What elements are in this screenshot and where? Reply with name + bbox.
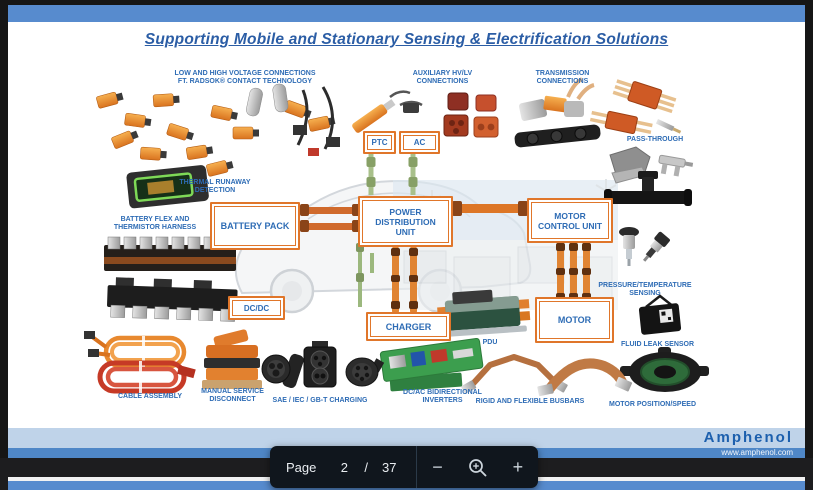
label-auxiliary: AUXILIARY HV/LV CONNECTIONS [412, 70, 473, 86]
pass-through-products-image [589, 79, 682, 135]
label-dcac-inverters: DC/AC BIDIRECTIONAL INVERTERS [403, 389, 482, 405]
label-pass-through: PASS-THROUGH [626, 136, 684, 143]
zoom-in-icon: + [512, 456, 524, 477]
transmission-products-image [514, 77, 601, 148]
page-number-input[interactable]: 2 [340, 459, 348, 475]
motor-position-products-image [620, 347, 709, 392]
box-ac: AC [399, 131, 440, 154]
slide-title: Supporting Mobile and Stationary Sensing… [144, 31, 669, 48]
slide-header-bar [8, 5, 805, 22]
label-sae-charging: SAE / IEC / GB-T CHARGING [272, 397, 368, 404]
label-manual-service: MANUAL SERVICE DISCONNECT [201, 388, 264, 404]
zoom-in-button[interactable]: + [498, 446, 538, 488]
box-dc-dc: DC/DC [228, 296, 285, 320]
low-high-voltage-products-image [95, 82, 340, 178]
inverter-products-image [379, 337, 484, 392]
motor-cables [556, 240, 591, 302]
zoom-out-icon: − [432, 456, 443, 477]
page-separator: / [364, 459, 368, 475]
footer-website: www.amphenol.com [721, 448, 793, 457]
charging-products-image [261, 341, 385, 389]
slide-illustration [84, 77, 709, 397]
fluid-leak-products-image [638, 294, 682, 335]
pdu-products-image [437, 289, 531, 338]
pdf-page: Supporting Mobile and Stationary Sensing… [8, 5, 805, 458]
box-battery-pack: BATTERY PACK [210, 202, 300, 250]
thermal-runaway-products-image [126, 165, 209, 209]
box-motor: MOTOR [535, 297, 614, 343]
zoom-out-button[interactable]: − [417, 446, 457, 488]
label-pressure-temperature: PRESSURE/TEMPERATURE SENSING [598, 282, 692, 298]
viewer-toolbar: Page 2 / 37 − + [270, 446, 538, 488]
amphenol-logo: Amphenol [703, 429, 793, 446]
cover-and-tee-products-image [604, 146, 694, 206]
cable-assembly-products-image [84, 331, 196, 394]
footer-light-bar [8, 428, 805, 448]
label-pdu: PDU [482, 339, 498, 346]
label-transmission: TRANSMISSION CONNECTIONS [535, 70, 590, 86]
label-fluid-leak: FLUID LEAK SENSOR [620, 341, 695, 348]
magnifier-zoom-icon [469, 458, 487, 476]
toolbar-divider [416, 446, 418, 488]
label-low-high-voltage: LOW AND HIGH VOLTAGE CONNECTIONS FT. RAD… [174, 70, 316, 86]
box-charger: CHARGER [366, 312, 451, 341]
busbar-products-image [461, 354, 633, 397]
box-power-distribution-unit: POWER DISTRIBUTION UNIT [358, 196, 453, 247]
manual-service-disconnect-products-image [202, 329, 262, 389]
total-pages-label: 37 [382, 459, 397, 475]
page-label: Page [286, 459, 317, 475]
box-motor-control-unit: MOTOR CONTROL UNIT [527, 198, 613, 243]
label-battery-flex: BATTERY FLEX AND THERMISTOR HARNESS [113, 216, 197, 232]
auxiliary-connections-products-image [352, 90, 499, 138]
label-thermal-runaway: THERMAL RUNAWAY DETECTION [179, 179, 251, 195]
zoom-mode-button[interactable] [458, 446, 498, 488]
label-rigid-busbars: RIGID AND FLEXIBLE BUSBARS [475, 398, 585, 405]
box-ptc: PTC [363, 131, 396, 154]
label-cable-assembly: CABLE ASSEMBLY [117, 393, 183, 400]
charger-cables [391, 246, 418, 314]
label-motor-position: MOTOR POSITION/SPEED [609, 401, 696, 408]
pressure-temperature-products-image [619, 227, 670, 266]
